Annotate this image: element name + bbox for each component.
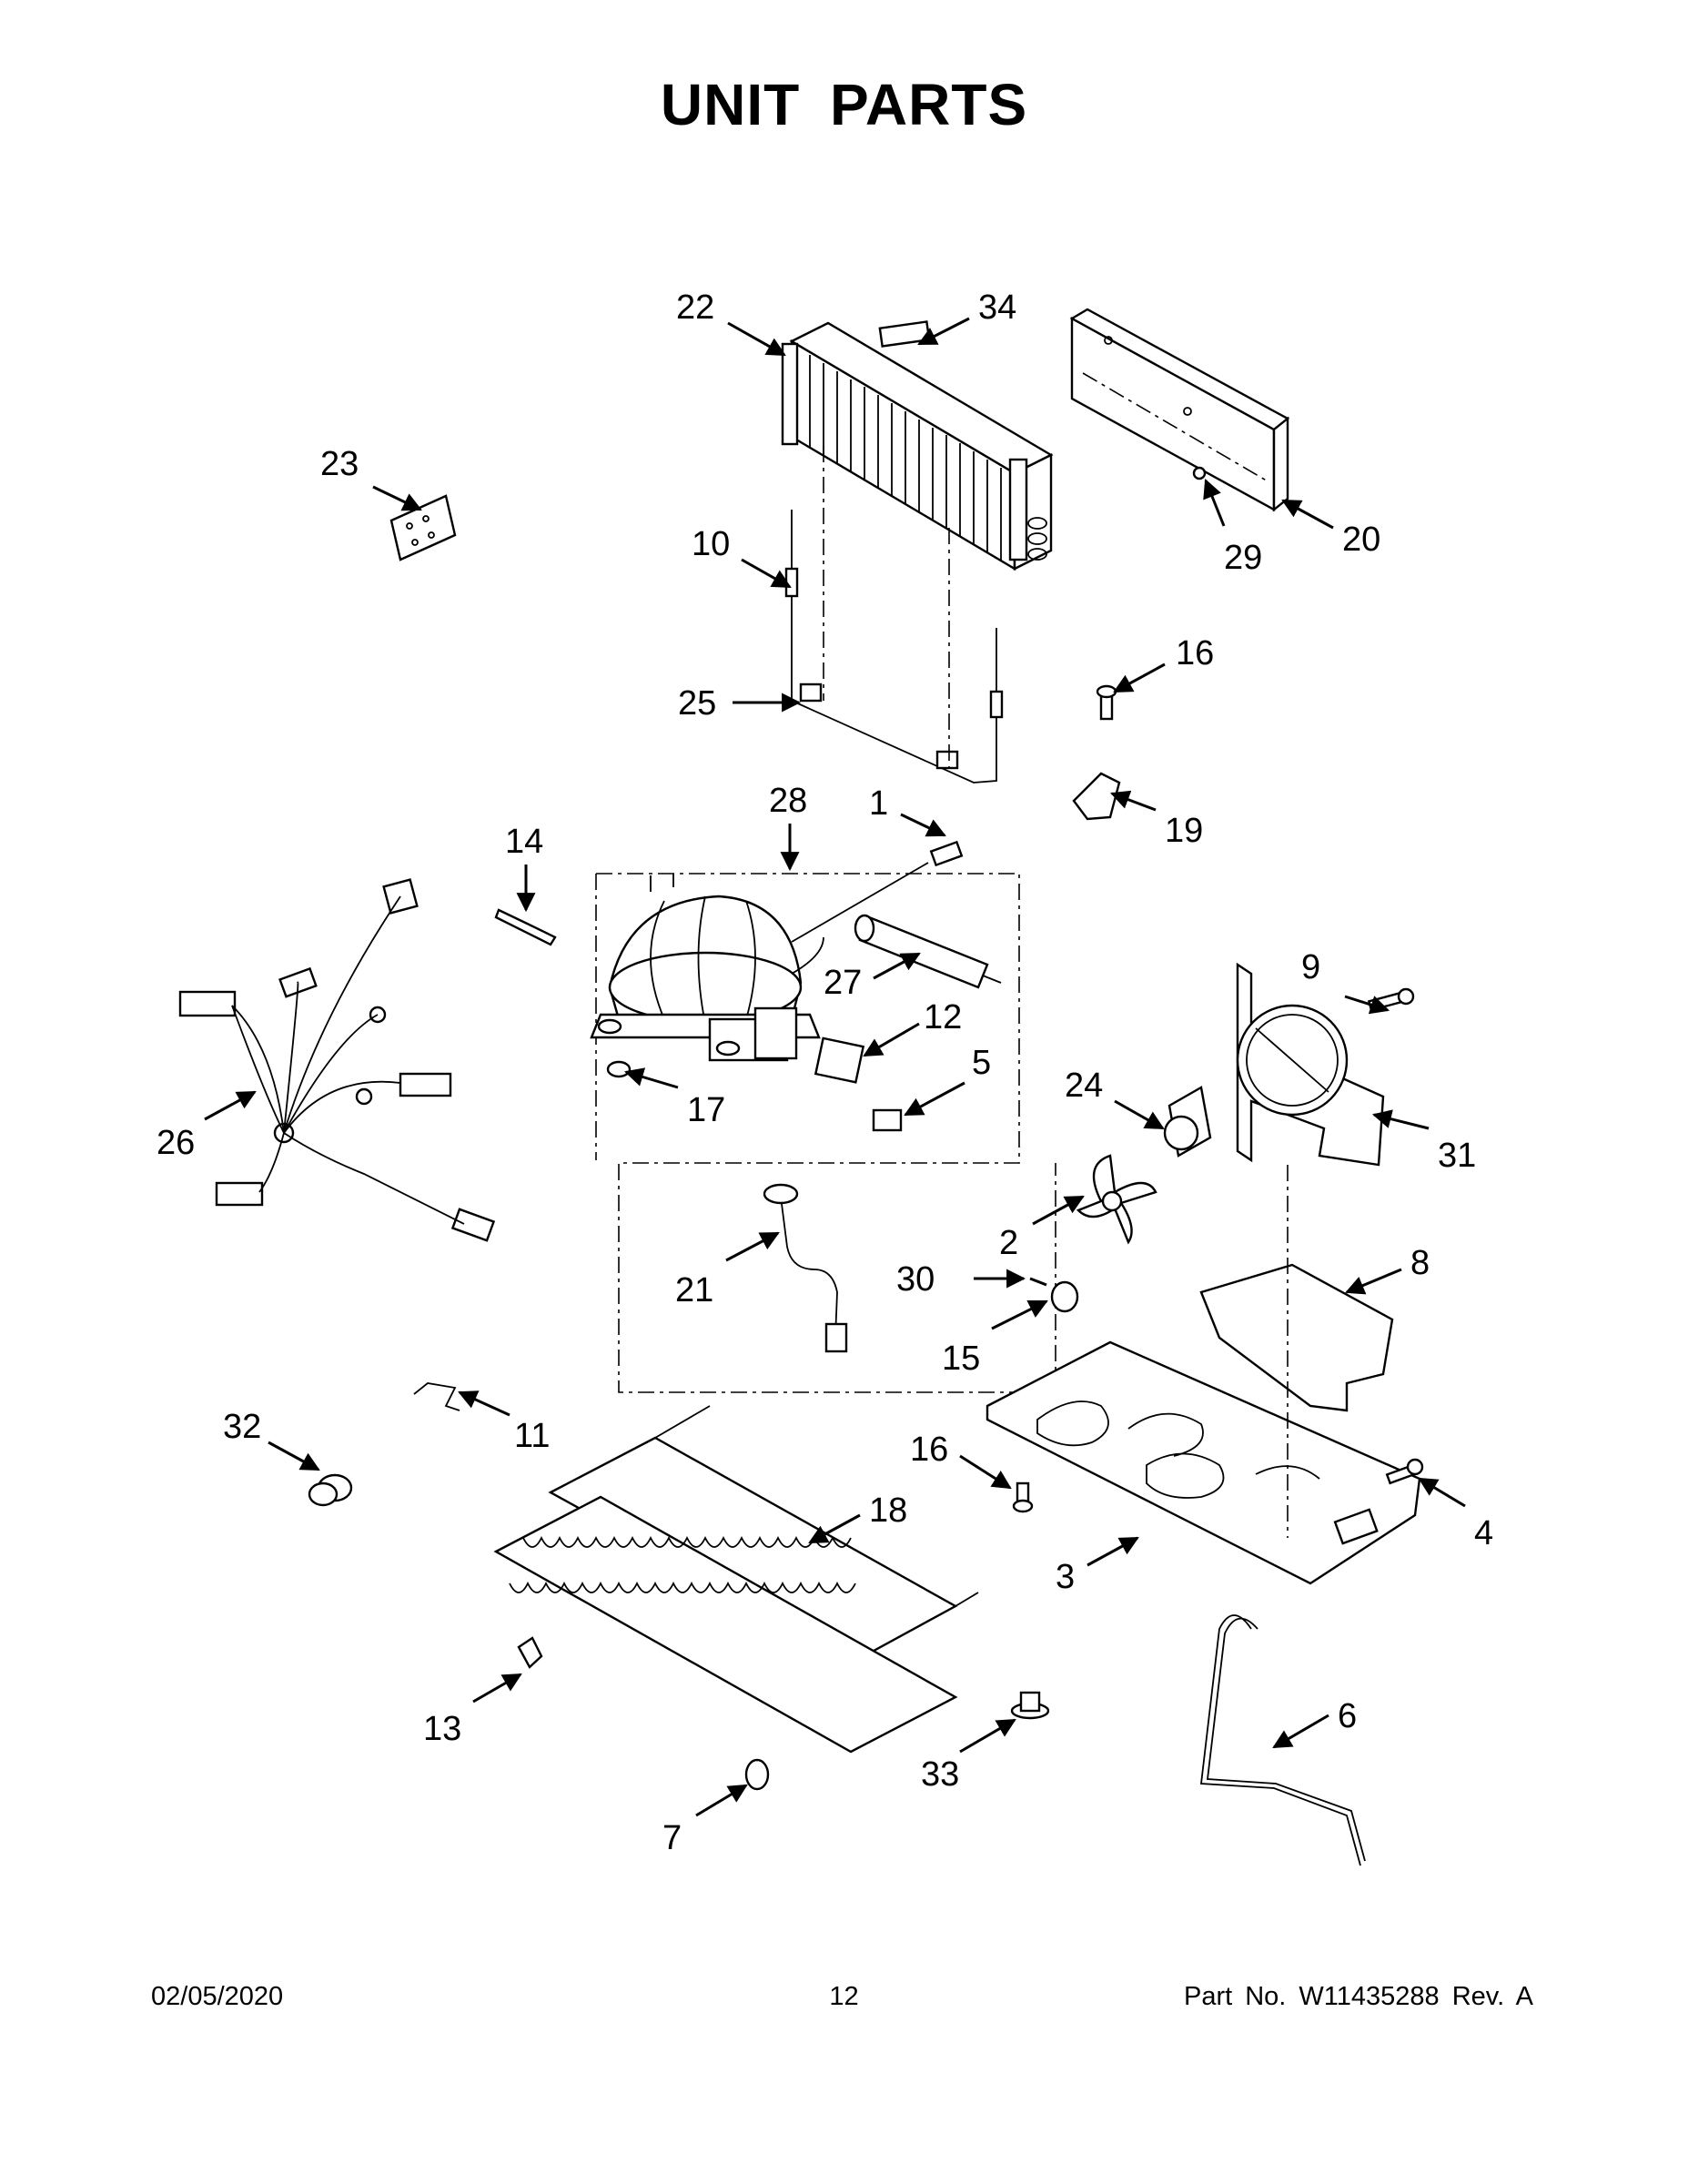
callout-leaders (204, 317, 1466, 1817)
callout-8: 8 (1410, 1244, 1430, 1282)
callout-27: 27 (824, 964, 862, 1002)
compressor-group-outline (596, 873, 1056, 1393)
callout-21: 21 (675, 1271, 713, 1309)
suction-tube (763, 1183, 848, 1353)
footer-part-number: Part No. W11435288 Rev. A (1183, 1982, 1533, 2011)
pin-30 (1029, 1277, 1047, 1287)
callout-29: 29 (1224, 539, 1262, 577)
callout-numbers: 34 22 23 20 29 10 25 16 19 28 1 14 27 12… (157, 288, 1493, 1857)
footer-date: 02/05/2020 (151, 1982, 284, 2011)
evaporator-coil (493, 1405, 979, 1754)
tube-assembly (784, 446, 1004, 784)
ground-strap (494, 908, 557, 946)
terminal-board (389, 494, 457, 561)
clip-13 (517, 1636, 543, 1669)
sleeve-7 (744, 1758, 770, 1791)
callout-14: 14 (505, 823, 543, 861)
callout-34: 34 (978, 288, 1016, 327)
callout-11: 11 (514, 1417, 550, 1455)
callout-28: 28 (769, 782, 807, 820)
wire-clip (413, 1382, 460, 1411)
condenser-shroud (1069, 308, 1290, 512)
filter-drier (854, 914, 1002, 989)
callout-3: 3 (1056, 1558, 1075, 1596)
fan-shroud (1236, 962, 1385, 1167)
callout-24: 24 (1065, 1067, 1103, 1105)
callout-10: 10 (692, 525, 730, 563)
drain-fitting-33 (1010, 1691, 1050, 1720)
callout-16b: 16 (910, 1431, 948, 1469)
callout-2: 2 (999, 1224, 1018, 1262)
callout-30: 30 (896, 1260, 935, 1299)
footer-page-number: 12 (829, 1982, 859, 2011)
callout-18: 18 (869, 1491, 907, 1530)
service-valve (791, 840, 964, 943)
compressor (590, 874, 824, 1078)
callout-12: 12 (924, 998, 962, 1036)
callout-31: 31 (1438, 1137, 1476, 1175)
callout-7: 7 (662, 1819, 682, 1857)
screw-4 (1385, 1458, 1424, 1485)
callout-1: 1 (869, 784, 888, 823)
callout-5: 5 (972, 1044, 991, 1082)
callout-23: 23 (320, 445, 359, 483)
callout-4: 4 (1474, 1514, 1493, 1552)
mounting-bracket (1199, 1263, 1394, 1412)
callout-16a: 16 (1176, 634, 1214, 672)
wire-harness (178, 878, 496, 1242)
callout-6: 6 (1338, 1697, 1357, 1735)
callout-19: 19 (1165, 812, 1203, 850)
fan-blade (1076, 1154, 1157, 1245)
clip-and-screw (1072, 684, 1121, 821)
callout-32: 32 (223, 1408, 261, 1446)
callout-25: 25 (678, 684, 716, 723)
callout-9: 9 (1301, 948, 1320, 986)
screw-29 (1192, 466, 1207, 480)
screw-16 (1012, 1481, 1034, 1513)
base-plate (986, 1340, 1421, 1585)
start-relay (814, 1036, 865, 1084)
callout-20: 20 (1342, 521, 1380, 559)
overload-connector (872, 1108, 903, 1132)
condenser-coil (781, 320, 1054, 571)
page-title: UNIT PARTS (660, 72, 1028, 137)
callout-26: 26 (157, 1124, 195, 1162)
plug-32 (308, 1473, 353, 1507)
drain-tube (1199, 1614, 1361, 1866)
callout-22: 22 (676, 288, 714, 327)
callout-33: 33 (921, 1755, 959, 1794)
grommet-15 (1050, 1280, 1079, 1313)
callout-15: 15 (942, 1340, 980, 1378)
callout-17: 17 (687, 1091, 725, 1129)
callout-13: 13 (423, 1710, 461, 1748)
fan-motor (1163, 1086, 1212, 1158)
